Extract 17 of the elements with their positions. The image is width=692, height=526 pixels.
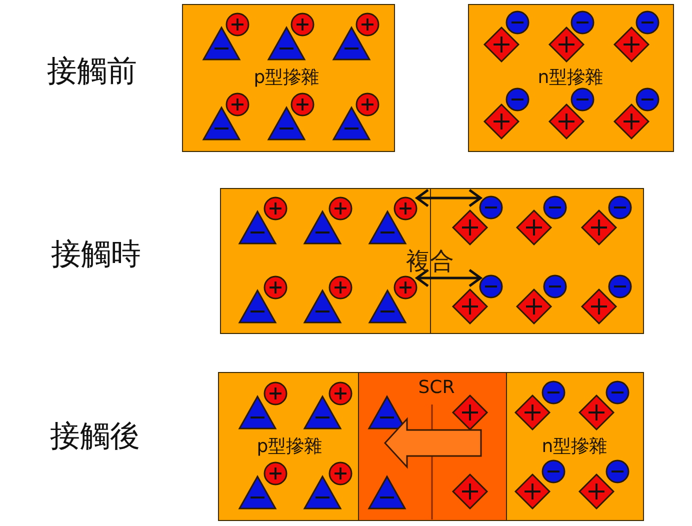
doping-label: n型摻雜 xyxy=(538,68,604,86)
recombination-arrow xyxy=(414,188,483,208)
row-label: 接觸前 xyxy=(47,57,137,87)
recombination-arrow xyxy=(414,268,483,288)
row-label: 接觸時 xyxy=(51,240,141,270)
doped-region-box xyxy=(506,372,644,521)
block-arrow xyxy=(384,417,482,469)
doped-region-box xyxy=(468,4,674,152)
row-label: 接觸後 xyxy=(50,422,140,452)
region-box xyxy=(220,188,431,334)
doping-label: p型摻雜 xyxy=(254,68,320,86)
doping-label: p型摻雜 xyxy=(256,438,322,456)
region-label: SCR xyxy=(418,378,455,396)
doped-region-box xyxy=(218,372,359,521)
doped-region-box xyxy=(182,4,395,152)
region-box xyxy=(430,188,644,334)
doping-label: n型摻雜 xyxy=(542,438,608,456)
